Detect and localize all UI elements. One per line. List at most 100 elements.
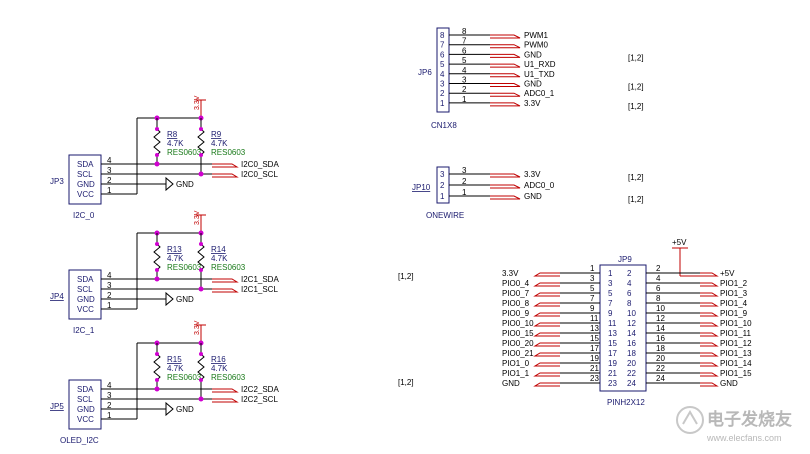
watermark-logo-mark-icon <box>682 410 698 425</box>
jp9-right-pin-num: 14 <box>656 324 665 333</box>
jp9-left-pin-inside: 19 <box>608 359 617 368</box>
jp5-pin-gnd: GND <box>77 405 95 414</box>
jp9-right-net: PIO1_12 <box>720 339 752 348</box>
jp9-left-flag <box>533 282 560 287</box>
jp6-pin-num: 8 <box>462 27 467 36</box>
jp3-res-pin <box>155 127 159 131</box>
jp5-gnd-label: GND <box>176 405 194 414</box>
jp10-pin-num-inside: 1 <box>440 192 445 201</box>
jp9-right-pin-inside: 20 <box>627 359 636 368</box>
jp10-net-flag <box>490 173 521 178</box>
jp4-res-ref: R13 <box>167 245 182 254</box>
jp4-gnd-symbol-icon <box>165 291 174 307</box>
jp6-ref-tag: [1,2] <box>628 102 644 111</box>
jp4-res-pin-2 <box>199 268 203 272</box>
jp3-net-flag <box>212 173 239 178</box>
jp5-net-sda: I2C2_SDA <box>241 385 279 394</box>
jp3-net-scl: I2C0_SCL <box>241 170 278 179</box>
jp4-gnd-label: GND <box>176 295 194 304</box>
jp3-res-ref: R8 <box>167 130 178 139</box>
jp4-pin-num: 4 <box>107 271 112 280</box>
jp3-net-sda: I2C0_SDA <box>241 160 279 169</box>
jp9-left-pin-num: 11 <box>590 314 599 323</box>
jp3-pin-num: 4 <box>107 156 112 165</box>
jp9-left-pin-num: 21 <box>590 364 599 373</box>
jp3-ref: JP3 <box>50 177 64 186</box>
jp9-left-pin-num: 9 <box>590 304 595 313</box>
jp9-right-pin-inside: 8 <box>627 299 632 308</box>
jp4-junction <box>198 286 204 292</box>
jp9-left-flag <box>533 302 560 307</box>
jp9-right-net: +5V <box>720 269 735 278</box>
jp10-net-label: GND <box>524 192 542 201</box>
jp10-net-label: ADC0_0 <box>524 181 555 190</box>
jp3-pin-scl: SCL <box>77 170 93 179</box>
jp4-pin-sda: SDA <box>77 275 94 284</box>
jp6-net-label: U1_RXD <box>524 60 556 69</box>
jp9-left-net: PIO0_9 <box>502 309 530 318</box>
jp4-resistor-r14 <box>197 243 205 271</box>
jp6-pin-num-inside: 1 <box>440 99 445 108</box>
jp4-net-flag <box>212 288 239 293</box>
jp5-res-ref: R16 <box>211 355 226 364</box>
jp10-pin-num-inside: 3 <box>440 170 445 179</box>
jp5-net-flag <box>212 398 239 403</box>
jp6-pin-num: 6 <box>462 46 467 55</box>
jp9-right-net: PIO1_13 <box>720 349 752 358</box>
jp9-left-net: PIO1_1 <box>502 369 530 378</box>
jp10-ref-tag: [1,2] <box>628 173 644 182</box>
jp3-gnd-symbol-icon <box>165 176 174 192</box>
jp6-pin-num-inside: 6 <box>440 50 445 59</box>
jp9-right-flag <box>700 372 719 377</box>
jp9-left-pin-inside: 15 <box>608 339 617 348</box>
jp6-net-flag <box>490 44 521 49</box>
jp5-res-value: 4.7K <box>167 364 184 373</box>
jp5-res-pin <box>199 352 203 356</box>
jp4-pin-scl: SCL <box>77 285 93 294</box>
jp9-left-net: PIO0_8 <box>502 299 530 308</box>
jp3-pin-num: 1 <box>107 186 112 195</box>
jp5-res-footprint: RES0603 <box>167 373 202 382</box>
jp3-res-pin-2 <box>155 153 159 157</box>
jp9-left-pin-inside: 17 <box>608 349 617 358</box>
jp9-right-net: PIO1_15 <box>720 369 752 378</box>
jp9-left-net: GND <box>502 379 520 388</box>
jp4-net-sda: I2C1_SDA <box>241 275 279 284</box>
jp9-left-flag <box>533 352 560 357</box>
jp9-right-pin-num: 16 <box>656 334 665 343</box>
jp5-pin-num: 4 <box>107 381 112 390</box>
jp5-pin-scl: SCL <box>77 395 93 404</box>
jp4-pin-num: 1 <box>107 301 112 310</box>
jp9-left-pin-inside: 21 <box>608 369 617 378</box>
jp9-right-pin-num: 4 <box>656 274 661 283</box>
jp3-junction <box>154 161 160 167</box>
watermark-url: www.elecfans.com <box>706 433 782 443</box>
jp9-left-flag <box>533 332 560 337</box>
jp3-resistor-r9 <box>197 128 205 156</box>
jp6-name: CN1X8 <box>431 121 457 130</box>
jp9-right-pin-inside: 12 <box>627 319 636 328</box>
jp9-left-net: PIO0_20 <box>502 339 534 348</box>
jp10-net-label: 3.3V <box>524 170 541 179</box>
jp9-right-pin-num: 24 <box>656 374 665 383</box>
jp3-gnd-label: GND <box>176 180 194 189</box>
jp9-left-pin-inside: 7 <box>608 299 613 308</box>
jp5-resistor-r16 <box>197 353 205 381</box>
jp9-ref-left-2: [1,2] <box>398 378 414 387</box>
jp9-right-net: PIO1_11 <box>720 329 752 338</box>
jp5-gnd-symbol-icon <box>165 401 174 417</box>
jp6-pin-num: 7 <box>462 37 467 46</box>
jp9-right-flag <box>700 312 719 317</box>
jp9-left-pin-inside: 1 <box>608 269 613 278</box>
jp5-resistor-r15 <box>153 353 161 381</box>
jp6-pin-num-inside: 5 <box>440 60 445 69</box>
watermark: 电子发烧友 www.elecfans.com <box>676 406 792 443</box>
jp9-left-flag <box>533 362 560 367</box>
jp10-pin-num-inside: 2 <box>440 181 445 190</box>
jp9-right-flag <box>700 282 719 287</box>
jp9-left-flag <box>533 342 560 347</box>
jp9-body <box>599 264 647 392</box>
jp4-res-pin <box>155 242 159 246</box>
